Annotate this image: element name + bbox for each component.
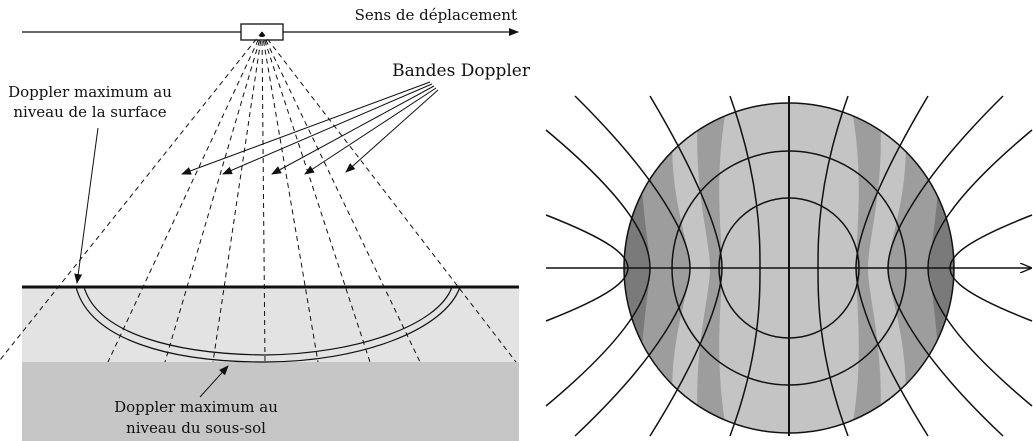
band-pointer-arrows <box>181 81 439 175</box>
ground-upper-layer <box>22 287 519 362</box>
beam-lines <box>0 31 517 363</box>
bands-label: Bandes Doppler <box>392 61 531 81</box>
surface-label-line2: niveau de la surface <box>13 103 166 121</box>
surface-pointer-arrow <box>74 127 99 284</box>
surface-label-line1: Doppler maximum au <box>8 83 172 101</box>
doppler-arc-inner <box>83 286 453 356</box>
ground-lower-layer <box>22 362 519 441</box>
iso-doppler-lines-left <box>545 95 761 437</box>
subsoil-pointer-arrow <box>199 365 229 398</box>
doppler-arc-outer <box>75 286 461 363</box>
left-diagram: Sens de déplacement Bandes Doppler Doppl… <box>0 6 531 441</box>
subsoil-label-line1: Doppler maximum au <box>114 398 278 416</box>
iso-doppler-lines-right <box>817 95 1033 437</box>
disc-light-lobe-right <box>868 103 906 433</box>
right-diagram <box>545 95 1033 437</box>
direction-label: Sens de déplacement <box>355 6 517 24</box>
disc-light-lobe-left <box>672 103 710 433</box>
subsoil-label-line2: niveau du sous-sol <box>126 419 266 437</box>
